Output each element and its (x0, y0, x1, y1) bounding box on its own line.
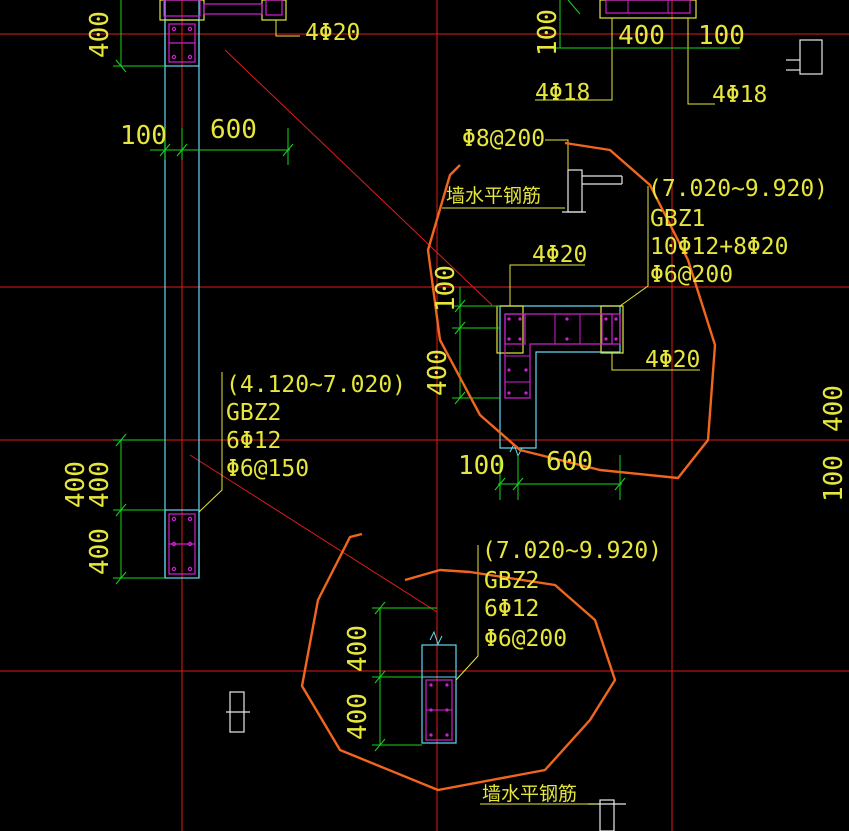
dim-left-400-a: 400 (85, 461, 115, 508)
gbz1-stirrups: Φ6@200 (650, 262, 733, 288)
gbz2-left-leader (198, 372, 223, 513)
gbz1-rebar-right: 4Φ20 (645, 347, 700, 373)
gbz1-dim-400-vertical: 400 (423, 349, 453, 396)
revision-cloud-gbz2 (300, 532, 617, 792)
dim-top-left-400: 400 (85, 11, 115, 58)
gbz1-stirrup-note: Φ8@200 (462, 126, 545, 152)
gbz2-lower-dim-400-b: 400 (343, 693, 373, 740)
gbz1-id: GBZ1 (650, 206, 705, 232)
gbz1-dim-600-horizontal: 600 (546, 447, 593, 477)
dim-left-400-c: 400 (61, 461, 91, 508)
gbz1-dim-100-horizontal: 100 (458, 451, 505, 481)
gbz2-lower-column (421, 545, 479, 744)
rebar-top-right-4phi18-b: 4Φ18 (712, 82, 767, 108)
gbz1-column (496, 305, 624, 458)
gbz2-left-stirrups: Φ6@150 (226, 456, 309, 482)
gbz2-left-long-bars: 6Φ12 (226, 428, 281, 454)
rebar-top-right-4phi18-a: 4Φ18 (535, 80, 590, 106)
dim-left-400-b: 400 (85, 528, 115, 575)
gbz2-left-elevation: (4.120~7.020) (226, 372, 406, 398)
dim-right-edge-100: 100 (819, 455, 849, 502)
gbz2-lower-wall-bar-label: 墙水平钢筋 (482, 783, 577, 805)
gbz1-wall-bar-label: 墙水平钢筋 (446, 185, 541, 207)
symbol-top-right (799, 39, 823, 75)
gbz1-rebar-top: 4Φ20 (532, 242, 587, 268)
top-left-column (159, 0, 300, 37)
rebar-top-left-4phi20: 4Φ20 (305, 20, 360, 46)
revision-cloud-gbz1 (426, 141, 717, 480)
gbz1-leaders (509, 139, 700, 371)
wall-bar-symbol-gbz1 (562, 169, 623, 213)
symbol-bottom (599, 799, 615, 831)
gbz1-elevation: (7.020~9.920) (648, 176, 828, 202)
revision-clouds (300, 141, 717, 792)
gbz2-lower-id: GBZ2 (484, 568, 539, 594)
gbz2-left-id: GBZ2 (226, 400, 281, 426)
gbz1-long-bars: 10Φ12+8Φ20 (650, 234, 788, 260)
gbz2-lower-dim-400-a: 400 (343, 625, 373, 672)
dim-left-100: 100 (120, 121, 167, 151)
dim-top-right-400: 400 (618, 21, 665, 51)
axis-line-diag-1 (224, 49, 493, 306)
top-right-column (535, 0, 715, 105)
gbz2-lower-elevation: (7.020~9.920) (482, 538, 662, 564)
dim-left-600: 600 (210, 115, 257, 145)
gbz1-dim-100-vertical: 100 (431, 265, 461, 312)
gbz2-lower-stirrups: Φ6@200 (484, 626, 567, 652)
left-column-rebar (168, 23, 196, 575)
dimension-lines (113, 0, 740, 752)
gbz2-lower-long-bars: 6Φ12 (484, 596, 539, 622)
annotation-text: 400 4Φ20 100 400 100 4Φ18 4Φ18 100 600 (… (61, 9, 849, 805)
left-wall-column (164, 0, 200, 579)
dim-top-right-100-left: 100 (533, 9, 563, 56)
dim-top-right-100-right: 100 (698, 21, 745, 51)
misc-symbols (226, 39, 823, 831)
dim-right-edge-400: 400 (819, 385, 849, 432)
axis-line-diag-2 (189, 454, 438, 613)
